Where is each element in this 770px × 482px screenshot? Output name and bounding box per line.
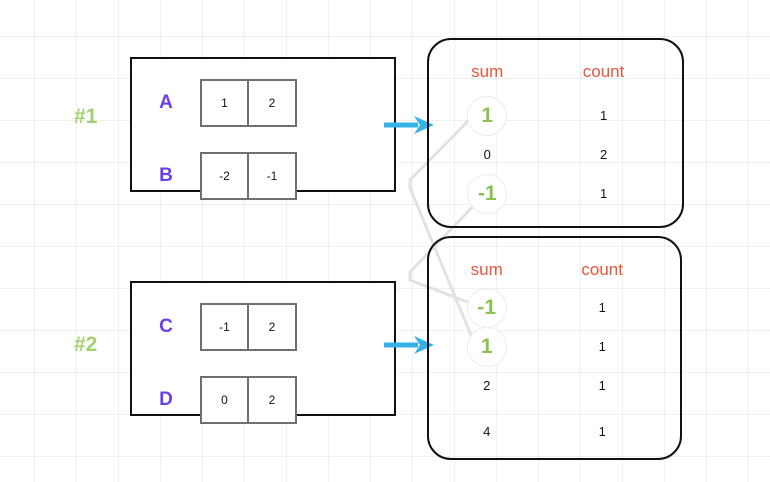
result-count-cell: 1 xyxy=(598,300,606,315)
result-row: 0 2 xyxy=(429,135,682,174)
result-header-sum-2: sum xyxy=(470,260,503,279)
result-sum-cell: 0 xyxy=(483,147,491,162)
result-sum-cell: -1 xyxy=(429,173,545,214)
input-row-a: A 1 2 xyxy=(146,79,297,127)
input-row-c: C -1 2 xyxy=(146,303,297,351)
input-cell-c-0: -1 xyxy=(200,303,249,351)
input-row-d: D 0 2 xyxy=(146,376,297,424)
result-header-sum-1: sum xyxy=(471,62,504,81)
result-box-2: sum count -1 1 1 1 2 1 4 1 xyxy=(427,236,682,460)
row-letter-b: B xyxy=(159,165,173,186)
input-cell-b-0: -2 xyxy=(200,152,249,200)
result-count-cell: 1 xyxy=(599,186,608,201)
result-row: 1 1 xyxy=(429,326,680,367)
result-box-1: sum count 1 1 0 2 -1 1 xyxy=(427,38,684,228)
result-row: 2 1 xyxy=(429,366,680,405)
input-cells-d: 0 2 xyxy=(200,376,297,424)
row-letter-d: D xyxy=(159,389,173,410)
result-row: -1 1 xyxy=(429,287,680,328)
result-row: -1 1 xyxy=(429,173,682,214)
sum-bubble: 1 xyxy=(466,326,507,367)
result-count-cell: 1 xyxy=(598,378,606,393)
result-header-count-2: count xyxy=(581,260,623,279)
input-cells-a: 1 2 xyxy=(200,79,297,127)
result-row: 4 1 xyxy=(429,405,680,457)
result-header-count-1: count xyxy=(582,62,625,81)
result-header-1: sum count xyxy=(429,62,682,82)
input-cell-a-1: 2 xyxy=(248,79,297,127)
input-block-1: A 1 2 B -2 -1 xyxy=(130,57,396,200)
result-sum-cell: 1 xyxy=(429,95,545,136)
result-row: 1 1 xyxy=(429,95,682,136)
row-letter-c: C xyxy=(159,316,173,337)
group-label-1: #1 xyxy=(74,105,98,128)
result-sum-cell: 1 xyxy=(429,326,544,367)
result-rows-2: -1 1 1 1 2 1 4 1 xyxy=(429,287,680,457)
input-cell-c-1: 2 xyxy=(248,303,297,351)
result-sum-cell: -1 xyxy=(429,287,544,328)
input-row-b: B -2 -1 xyxy=(146,152,297,200)
group-label-2: #2 xyxy=(74,333,98,356)
result-sum-cell: 4 xyxy=(483,423,491,439)
input-cells-c: -1 2 xyxy=(200,303,297,351)
sum-bubble: -1 xyxy=(466,287,507,328)
row-letter-a: A xyxy=(159,92,173,113)
result-rows-1: 1 1 0 2 -1 1 xyxy=(429,95,682,214)
result-count-cell: 1 xyxy=(598,339,606,354)
input-block-2: C -1 2 D 0 2 xyxy=(130,281,396,424)
result-sum-cell: 2 xyxy=(483,378,491,393)
result-header-2: sum count xyxy=(429,260,680,280)
input-cell-d-1: 2 xyxy=(248,376,297,424)
input-cell-b-1: -1 xyxy=(248,152,297,200)
input-cells-b: -2 -1 xyxy=(200,152,297,200)
result-count-cell: 1 xyxy=(598,423,606,439)
sum-bubble: 1 xyxy=(467,95,508,136)
sum-bubble: -1 xyxy=(467,173,508,214)
arrow-right-icon-1 xyxy=(384,113,440,142)
result-count-cell: 2 xyxy=(599,147,608,162)
input-cell-a-0: 1 xyxy=(200,79,249,127)
result-count-cell: 1 xyxy=(599,108,608,123)
input-cell-d-0: 0 xyxy=(200,376,249,424)
arrow-right-icon-2 xyxy=(384,333,440,362)
